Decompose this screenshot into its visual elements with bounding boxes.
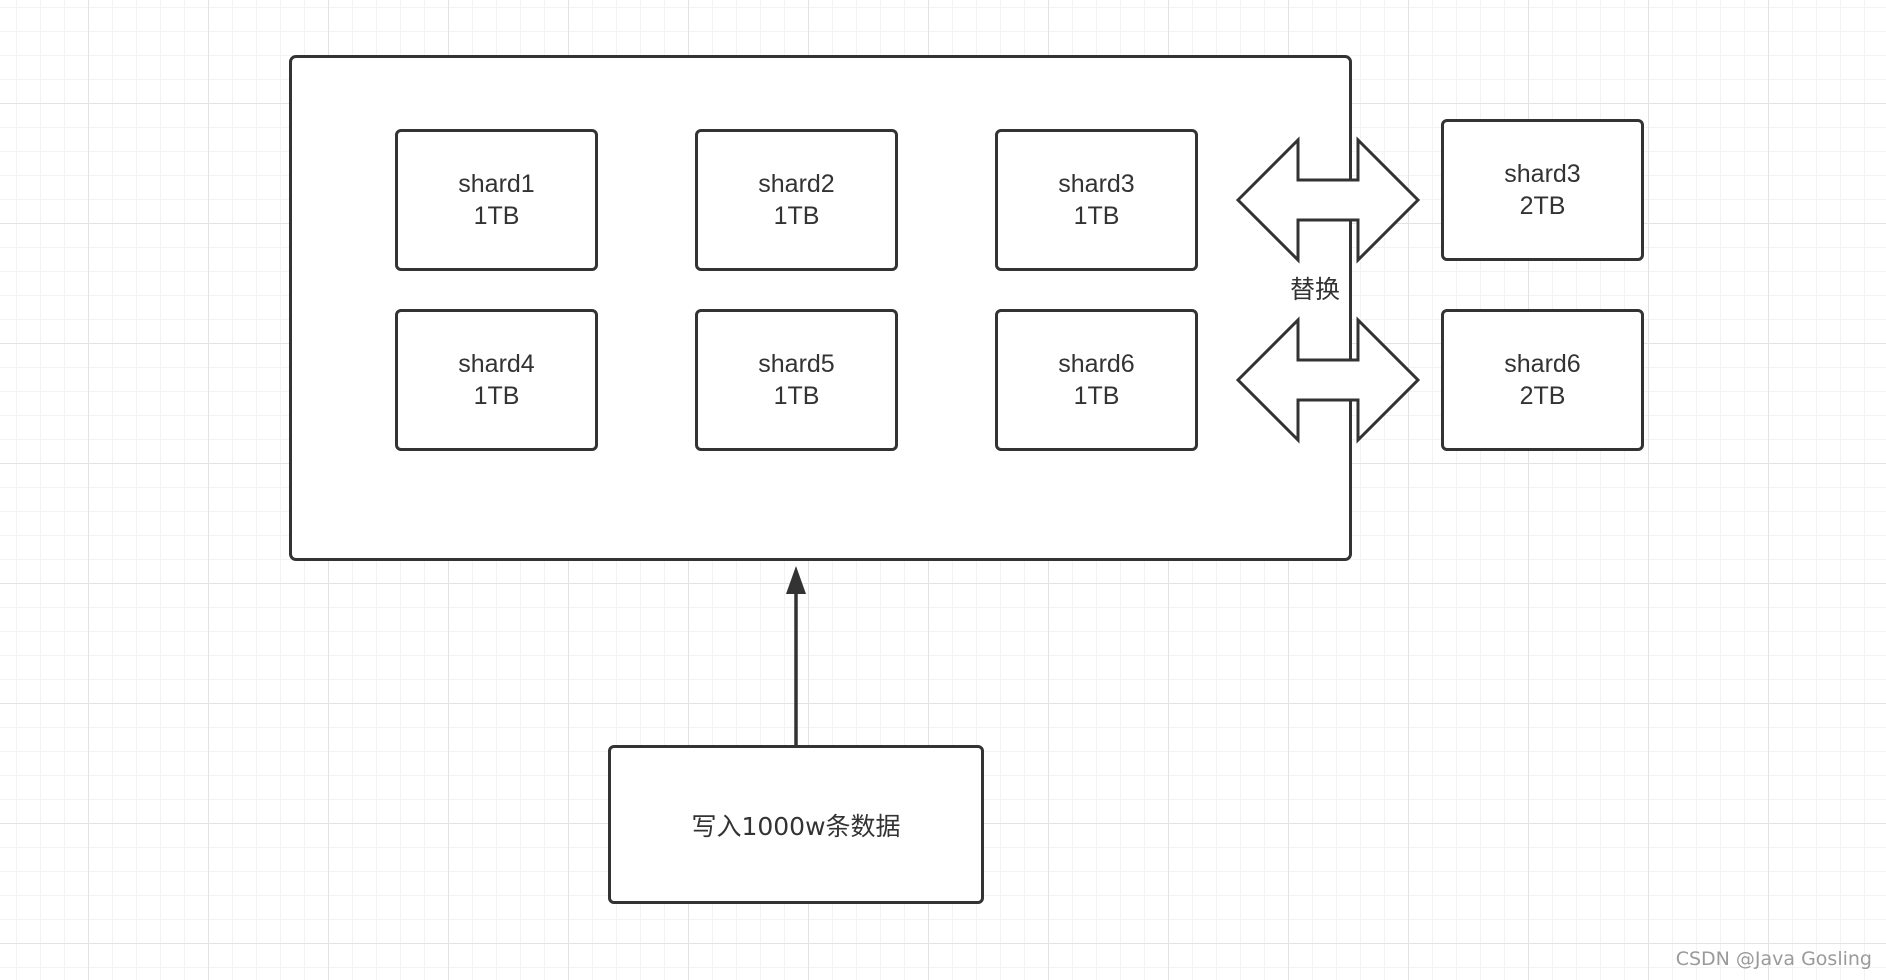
write-data-box[interactable]: 写入1000w条数据 — [608, 745, 984, 904]
shard-size: 1TB — [1073, 382, 1120, 410]
replacement-shard-box-3[interactable]: shard3 2TB — [1441, 119, 1644, 261]
shard-name: shard4 — [458, 350, 535, 378]
replacement-shard-box-6[interactable]: shard6 2TB — [1441, 309, 1644, 451]
shard-name: shard2 — [758, 170, 835, 198]
shard-size: 2TB — [1519, 382, 1566, 410]
shard-size: 2TB — [1519, 192, 1566, 220]
write-data-label: 写入1000w条数据 — [691, 811, 901, 841]
shard-box-2[interactable]: shard2 1TB — [695, 129, 898, 271]
shard-box-6[interactable]: shard6 1TB — [995, 309, 1198, 451]
shard-size: 1TB — [773, 202, 820, 230]
shard-size: 1TB — [1073, 202, 1120, 230]
write-arrow — [786, 566, 806, 745]
shard-size: 1TB — [473, 202, 520, 230]
shard-name: shard1 — [458, 170, 535, 198]
shard-name: shard5 — [758, 350, 835, 378]
shard-box-5[interactable]: shard5 1TB — [695, 309, 898, 451]
shard-box-4[interactable]: shard4 1TB — [395, 309, 598, 451]
shard-size: 1TB — [473, 382, 520, 410]
shard-size: 1TB — [773, 382, 820, 410]
replace-label: 替换 — [1285, 270, 1345, 306]
shard-box-1[interactable]: shard1 1TB — [395, 129, 598, 271]
watermark: CSDN @Java Gosling — [1675, 948, 1872, 970]
shard-box-3[interactable]: shard3 1TB — [995, 129, 1198, 271]
shard-name: shard3 — [1058, 170, 1135, 198]
shard-name: shard3 — [1504, 160, 1581, 188]
shard-name: shard6 — [1058, 350, 1135, 378]
shard-name: shard6 — [1504, 350, 1581, 378]
